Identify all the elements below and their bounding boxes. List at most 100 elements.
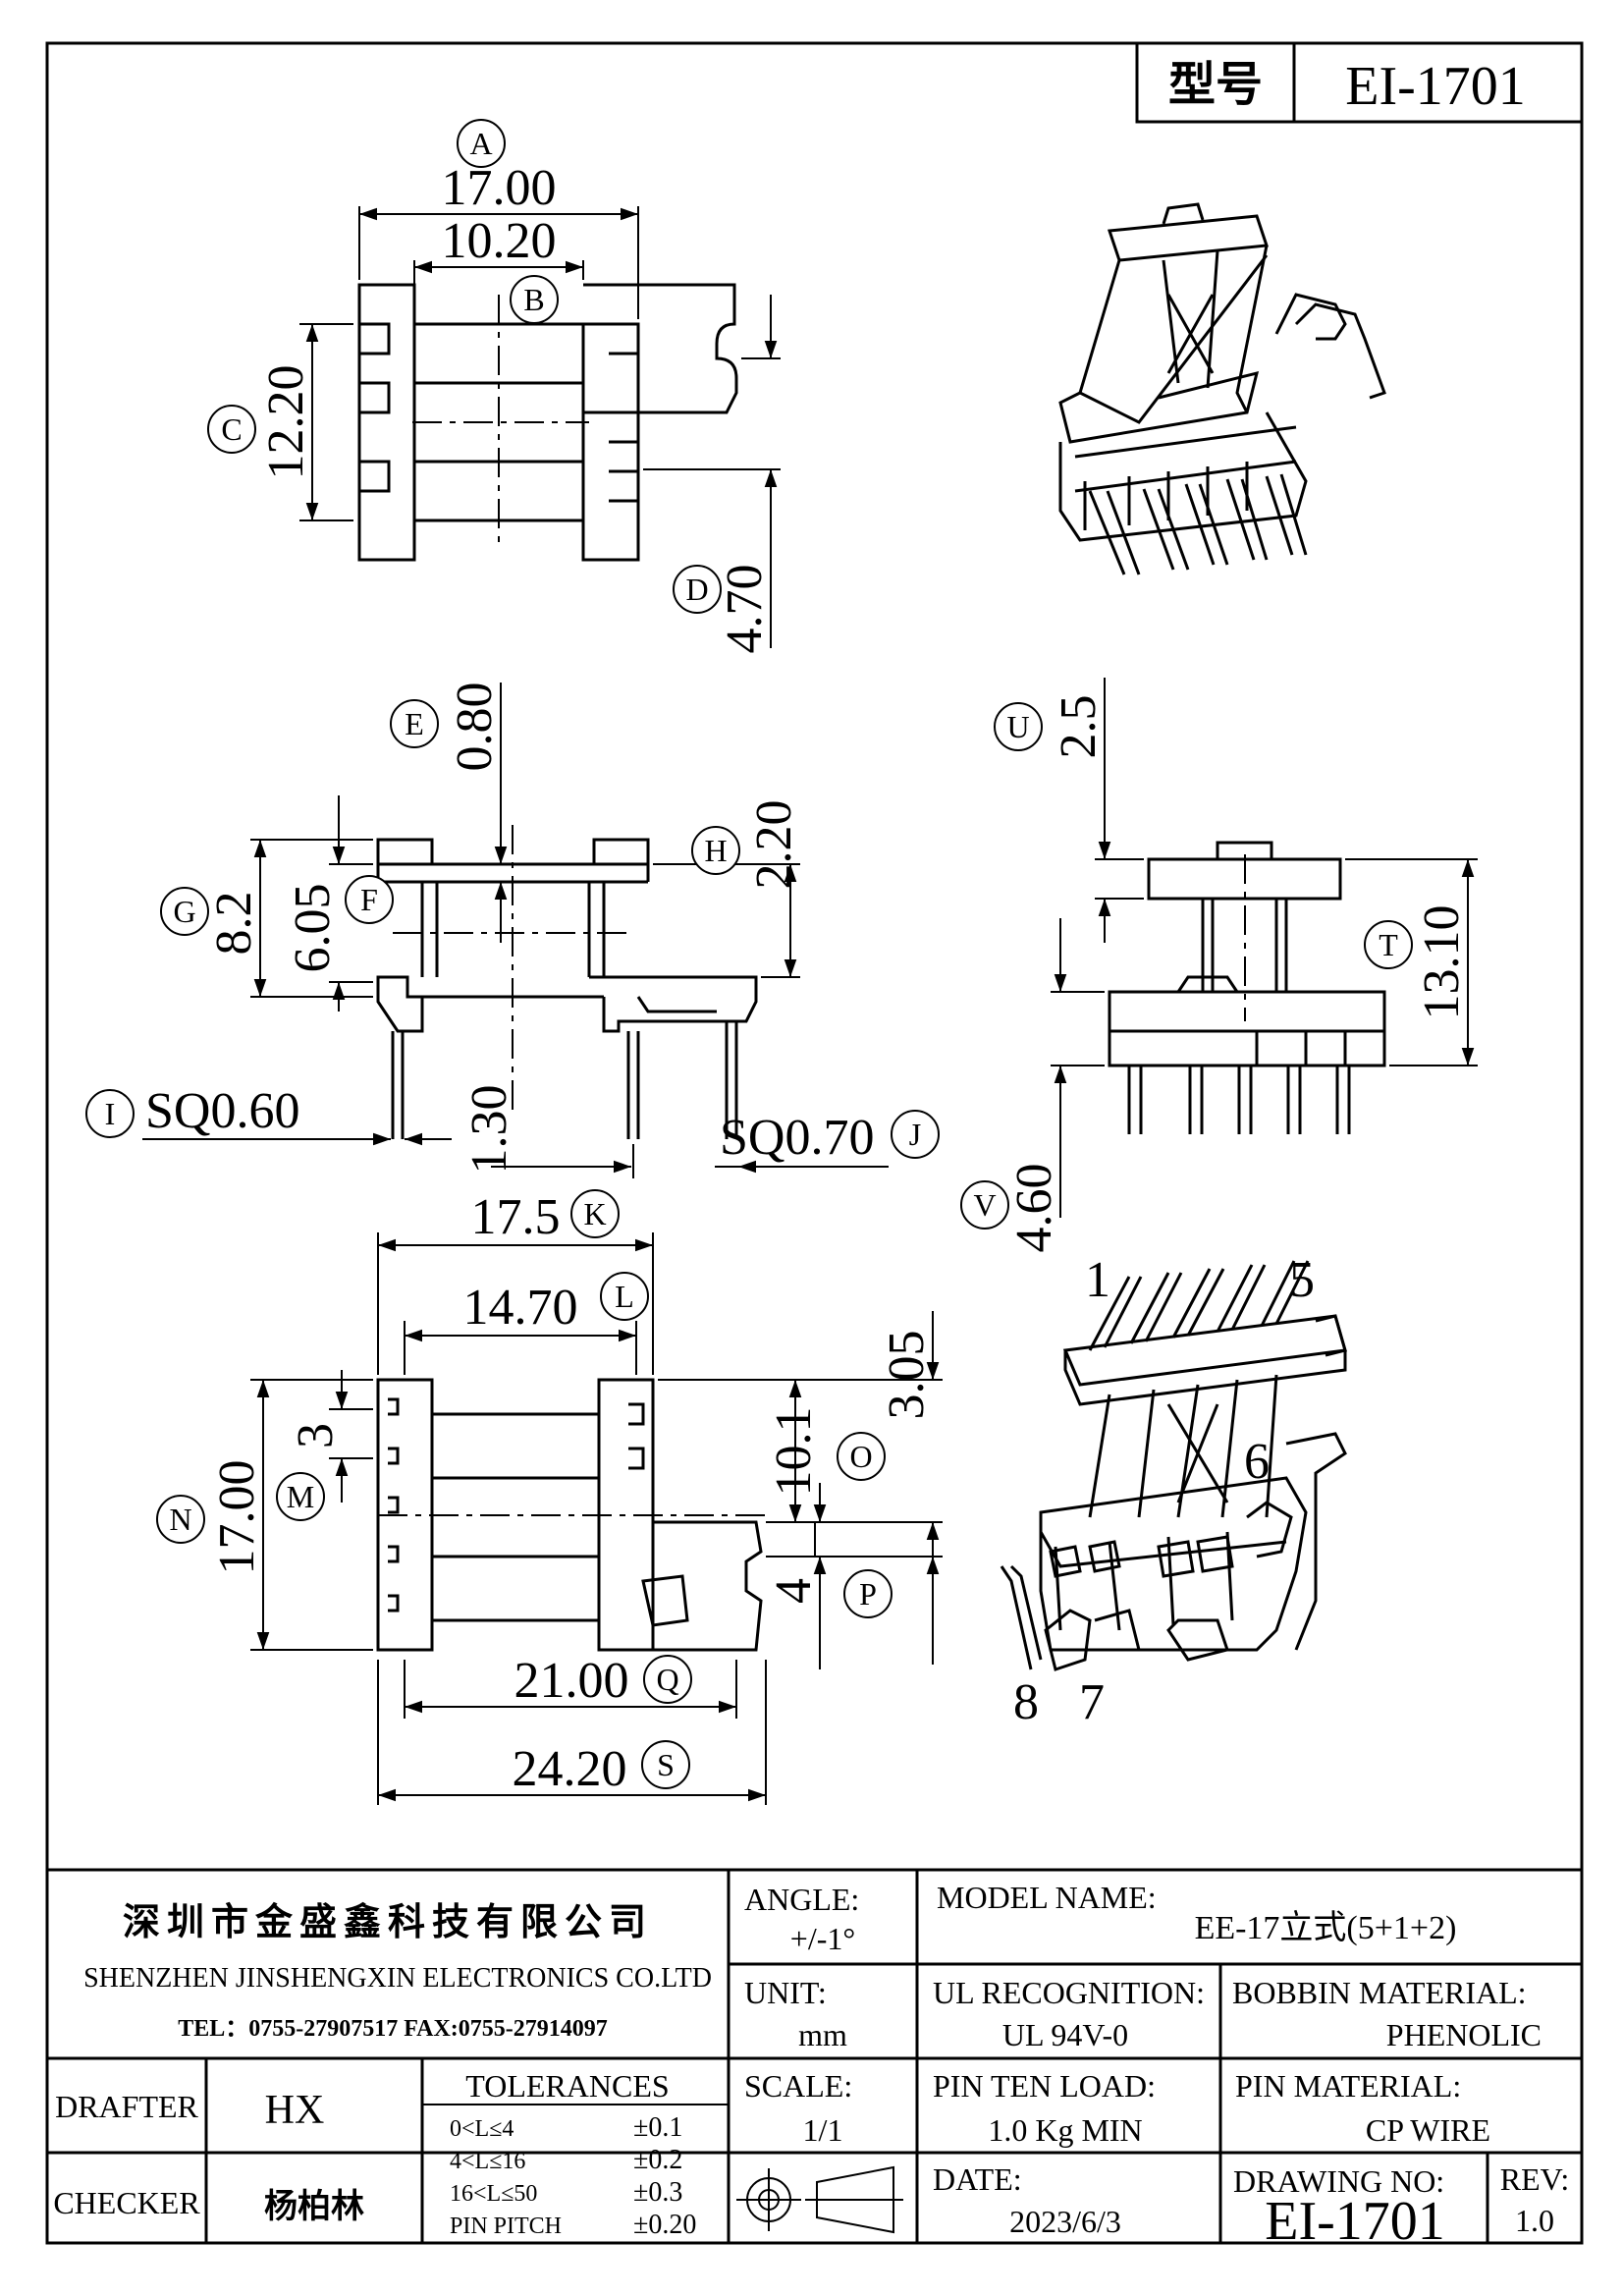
angle-value: +/-1° <box>790 1921 855 1956</box>
bubble-F: F <box>345 875 394 924</box>
bubble-I: I <box>85 1089 135 1138</box>
bubble-E: E <box>390 699 439 748</box>
dim-H-value: 2.20 <box>746 800 802 890</box>
dimension-bubbles: A B C D E F G H I J K L M N O P Q S T U V <box>85 119 1413 1789</box>
bubble-circle <box>156 1495 205 1544</box>
bobbin-material-label: BOBBIN MATERIAL: <box>1232 1975 1527 2010</box>
bubble-letter: M <box>287 1479 314 1514</box>
rev-value: 1.0 <box>1515 2203 1554 2238</box>
date-value: 2023/6/3 <box>1009 2204 1121 2239</box>
top-view <box>357 283 738 562</box>
bubble-N: N <box>156 1495 205 1544</box>
tolerance-range: PIN PITCH <box>450 2214 562 2239</box>
pin-material-label: PIN MATERIAL: <box>1235 2068 1461 2104</box>
bubble-B: B <box>510 275 559 324</box>
front-view <box>376 825 758 1139</box>
dim-K-value: 17.5 <box>471 1189 561 1245</box>
pin-ten-load-value: 1.0 Kg MIN <box>988 2112 1142 2148</box>
tolerance-range: 0<L≤4 <box>450 2116 514 2142</box>
bubble-K: K <box>570 1189 620 1238</box>
bubble-A: A <box>457 119 506 168</box>
pin-label-1: 1 <box>1085 1252 1110 1308</box>
iso-view-bottom <box>1000 1260 1347 1671</box>
bubble-circle <box>345 875 394 924</box>
model-box: 型号 EI-1701 <box>1135 41 1584 124</box>
rev-label: REV: <box>1500 2161 1570 2197</box>
ul-label: UL RECOGNITION: <box>933 1975 1205 2010</box>
dim-A-value: 17.00 <box>442 160 557 216</box>
bubble-letter: K <box>583 1196 606 1231</box>
iso-view-top <box>1058 202 1386 575</box>
bubble-letter: B <box>523 282 544 317</box>
bubble-circle <box>1364 920 1413 969</box>
projection-symbol <box>736 2165 903 2234</box>
dim-F-value: 6.05 <box>285 884 341 973</box>
bubble-letter: Q <box>656 1662 678 1697</box>
drafter-value: HX <box>265 2088 325 2133</box>
bubble-G: G <box>160 887 209 936</box>
bubble-letter: H <box>704 833 727 868</box>
bobbin-material-value: PHENOLIC <box>1386 2017 1542 2052</box>
bubble-circle <box>891 1110 940 1159</box>
drafter-label: DRAFTER <box>55 2089 198 2124</box>
bubble-letter: F <box>360 882 378 917</box>
dim-E-value: 0.80 <box>447 683 503 772</box>
angle-label: ANGLE: <box>744 1882 859 1917</box>
bubble-circle <box>843 1569 893 1618</box>
bubble-C: C <box>207 405 256 454</box>
bubble-letter: O <box>849 1439 872 1474</box>
dim-V-value: 4.60 <box>1006 1164 1062 1253</box>
bubble-letter: S <box>657 1747 675 1782</box>
bubble-Q: Q <box>643 1655 692 1704</box>
sheet-border <box>45 41 1584 2245</box>
bubble-letter: A <box>469 126 492 161</box>
tolerances-label: TOLERANCES <box>465 2068 669 2104</box>
bubble-letter: T <box>1379 927 1398 962</box>
pin-label-5: 5 <box>1289 1252 1315 1308</box>
bubble-S: S <box>641 1740 690 1789</box>
tolerance-value: ±0.20 <box>633 2210 696 2240</box>
tolerance-range: 4<L≤16 <box>450 2149 525 2174</box>
bubble-M: M <box>276 1472 325 1521</box>
model-name-label: MODEL NAME: <box>937 1880 1157 1915</box>
title-block <box>47 1868 1582 2243</box>
dim-N-value: 17.00 <box>209 1460 265 1575</box>
bubble-letter: I <box>105 1096 116 1131</box>
dim-U-value: 2.5 <box>1051 695 1107 759</box>
bubble-letter: N <box>169 1502 191 1537</box>
bubble-circle <box>691 826 740 875</box>
scale-value: 1/1 <box>803 2112 843 2148</box>
company-name-en: SHENZHEN JINSHENGXIN ELECTRONICS CO.LTD <box>83 1963 712 1994</box>
pin-label-8: 8 <box>1013 1674 1039 1730</box>
dim-P-value: 4 <box>766 1578 822 1604</box>
bubble-circle <box>994 702 1043 751</box>
ul-value: UL 94V-0 <box>1002 2017 1128 2052</box>
pin-material-value: CP WIRE <box>1366 2112 1490 2148</box>
bubble-H: H <box>691 826 740 875</box>
company-contact: TEL：0755-27907517 FAX:0755-27914097 <box>178 2016 608 2042</box>
dim-T-value: 13.10 <box>1414 905 1470 1020</box>
bubble-letter: C <box>221 411 242 447</box>
bubble-letter: L <box>615 1279 634 1314</box>
tolerance-value: ±0.1 <box>633 2112 682 2143</box>
bubble-U: U <box>994 702 1043 751</box>
dim-Q-value: 21.00 <box>514 1653 629 1709</box>
model-name-value: EE-17立式(5+1+2) <box>1195 1909 1457 1946</box>
tolerance-value: ±0.2 <box>633 2145 682 2175</box>
dim-D-value: 4.70 <box>717 565 773 654</box>
bubble-circle <box>643 1655 692 1704</box>
bubble-V: V <box>960 1180 1009 1230</box>
bubble-circle <box>570 1189 620 1238</box>
bubble-T: T <box>1364 920 1413 969</box>
bubble-P: P <box>843 1569 893 1618</box>
bubble-L: L <box>600 1272 649 1321</box>
bubble-J: J <box>891 1110 940 1159</box>
top-view-dims <box>299 206 781 648</box>
bubble-circle <box>457 119 506 168</box>
dim-L-value: 14.70 <box>463 1280 578 1336</box>
bubble-circle <box>207 405 256 454</box>
unit-value: mm <box>798 2017 847 2052</box>
bubble-letter: D <box>685 572 708 607</box>
bubble-O: O <box>837 1432 886 1481</box>
bottom-view-dims <box>250 1232 943 1805</box>
